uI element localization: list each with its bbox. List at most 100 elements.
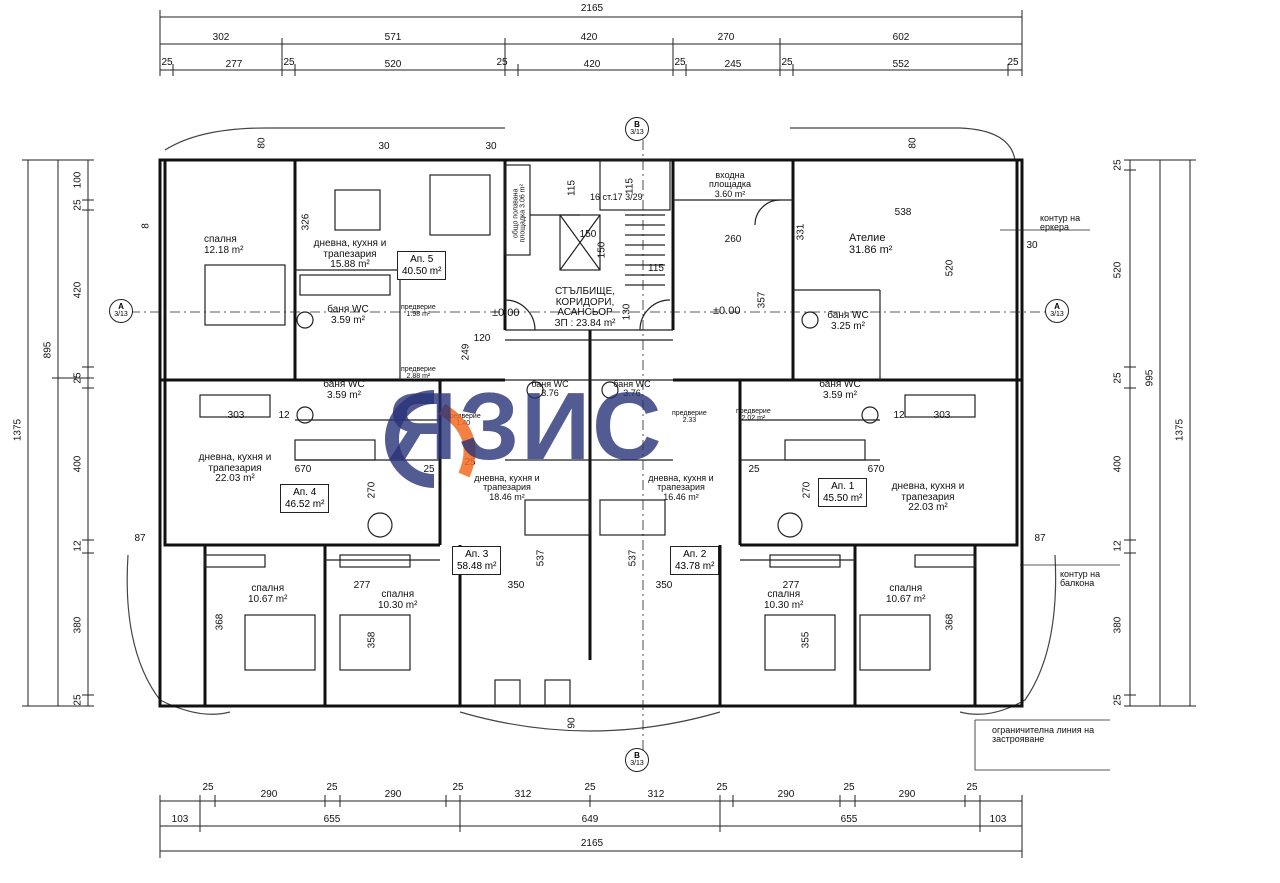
inner-dim: 350 (655, 580, 673, 591)
inner-dim: 25 (748, 464, 760, 475)
room-label: спалня 10.30 m² (378, 589, 417, 611)
section-sheet: 3/13 (114, 311, 128, 318)
section-letter: A (1054, 302, 1060, 311)
room-area: 15.88 m² (330, 259, 370, 270)
dim-top-row2: 520 (384, 59, 402, 70)
room-area: 10.30 m² (764, 599, 804, 611)
dim-left-inner: 380 (72, 616, 84, 634)
dim-left-inner: 25 (72, 694, 84, 706)
room-label: баня WC 3.59 m² (322, 379, 366, 401)
section-sheet: 3/13 (630, 129, 644, 136)
inner-dim: 12 (278, 410, 290, 421)
room-name: предверие (401, 304, 436, 311)
dim-bottom-row2: 103 (171, 814, 189, 825)
dim-bottom-row1: 290 (777, 789, 795, 800)
dim-top-row2: 245 (724, 59, 742, 70)
dim-left-mid: 895 (42, 341, 54, 359)
dim-top-row2: 277 (225, 59, 243, 70)
room-area: 3.25 m² (831, 320, 865, 332)
inner-dim: 537 (535, 549, 547, 567)
inner-dim: 260 (724, 234, 742, 245)
inner-dim: 249 (460, 343, 472, 361)
dim-bottom-row1: 25 (716, 782, 728, 793)
room-area: 2.33 (682, 417, 697, 425)
room-area: 2.88 m² (406, 373, 431, 381)
room-area: 3.76 (623, 388, 641, 399)
room-label: дневна, кухня и трапезария 18.46 m² (462, 473, 552, 502)
apartment-area: 40.50 m² (402, 265, 442, 277)
dim-top-row1: 302 (212, 32, 230, 43)
room-area: 16.46 m² (663, 491, 699, 502)
room-area: 18.46 m² (489, 491, 525, 502)
inner-dim: 277 (782, 580, 800, 591)
apartment-area: 46.52 m² (285, 498, 325, 510)
dim-top-row2: 25 (674, 57, 686, 68)
inner-dim: 368 (214, 613, 226, 631)
section-sheet: 3/13 (630, 760, 644, 767)
inner-dim: 115 (566, 180, 578, 196)
apartment-area: 45.50 m² (823, 492, 863, 504)
inner-dim: 670 (867, 464, 885, 475)
inner-dim: 8 (140, 223, 152, 229)
inner-dim: 537 (627, 549, 639, 567)
room-name: предверие (736, 408, 771, 415)
room-label: предверие 1.98 m² (401, 304, 436, 319)
room-name: предверие (672, 410, 707, 417)
annotation-erker: контур на еркера (1040, 213, 1081, 233)
inner-dim: 12 (893, 410, 905, 421)
dim-bottom-row1: 25 (966, 782, 978, 793)
inner-dim: 520 (944, 259, 956, 277)
inner-dim: 355 (800, 631, 812, 649)
inner-dim: 150 (596, 241, 608, 259)
dim-top-row1: 571 (384, 32, 402, 43)
dim-left-inner: 25 (72, 372, 84, 384)
dim-right-inner: 520 (1112, 261, 1124, 279)
dim-right-inner: 25 (1112, 694, 1124, 706)
room-name: предверие (401, 366, 436, 373)
dim-left-inner: 400 (72, 455, 84, 473)
room-name: спалня (889, 583, 923, 594)
dim-left-inner: 420 (72, 281, 84, 299)
room-area: 22.03 m² (908, 502, 948, 513)
room-label-stair: СТЪЛБИЩЕ, КОРИДОРИ, АСАНСЬОР ЗП : 23.84 … (535, 286, 635, 329)
inner-dim: 30 (378, 141, 390, 152)
dim-overall-top: 2165 (580, 3, 604, 14)
room-name: спалня (767, 589, 801, 600)
inner-dim: 90 (566, 717, 578, 729)
room-label: предверие 2.33 (672, 410, 707, 425)
dim-bottom-row2: 655 (323, 814, 341, 825)
dim-left-inner: 25 (72, 199, 84, 211)
inner-dim: 326 (300, 213, 312, 231)
room-label: баня WC 3.76 (530, 379, 570, 399)
watermark-text: ЯЗИС (388, 373, 664, 480)
room-area: 31.86 m² (849, 243, 893, 256)
room-area: 3.59 m² (823, 389, 857, 401)
dim-bottom-row2: 103 (989, 814, 1007, 825)
dim-right-inner: 25 (1112, 159, 1124, 171)
dim-left-overall: 1375 (12, 418, 24, 442)
room-name: Ателие (849, 232, 886, 244)
room-area: 10.67 m² (886, 593, 926, 605)
inner-dim: 115 (648, 263, 664, 274)
room-label: дневна, кухня и трапезария 16.46 m² (636, 473, 726, 502)
room-area: 12.18 m² (204, 244, 244, 256)
company-watermark: ЯЗИС (372, 379, 908, 491)
room-name: СТЪЛБИЩЕ, КОРИДОРИ, АСАНСЬОР (554, 286, 616, 318)
apartment-number: Ап. 2 (683, 549, 707, 560)
dim-bottom-row1: 25 (202, 782, 214, 793)
room-label: дневна, кухня и трапезария 15.88 m² (304, 238, 396, 271)
dim-top-row2: 25 (496, 57, 508, 68)
inner-dim: 303 (933, 410, 951, 421)
room-label: дневна, кухня и трапезария 22.03 m² (180, 452, 290, 485)
room-name: баня WC (827, 310, 869, 321)
inner-dim: 25 (423, 464, 435, 475)
apartment-area: 58.48 m² (457, 560, 497, 572)
room-name: спалня (381, 589, 415, 600)
inner-dim: 80 (256, 137, 268, 149)
apartment-number: Ап. 3 (465, 549, 489, 560)
dim-bottom-row1: 290 (384, 789, 402, 800)
room-area: 2.02 m² (741, 415, 766, 423)
room-label: общо ползвана площадка 3.06 m² (513, 173, 528, 253)
room-area: 3.06 m² (520, 184, 527, 208)
apartment-area: 43.78 m² (675, 560, 715, 572)
